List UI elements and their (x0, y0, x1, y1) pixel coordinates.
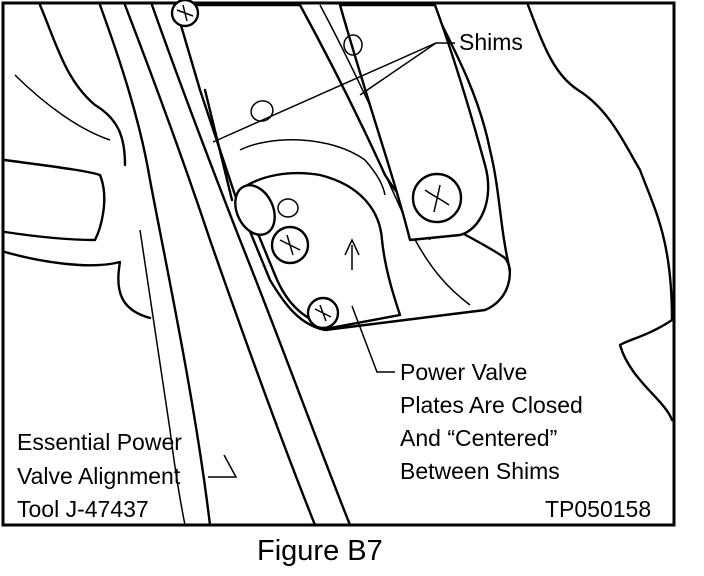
tool-label-line-3: Tool J-47437 (17, 496, 149, 522)
figure-code: TP050158 (545, 496, 651, 522)
screw-top (170, 0, 200, 28)
alignment-tool-bar (98, 3, 352, 527)
power-valve-label-line-3: And “Centered” (400, 425, 557, 451)
screw-middle (270, 225, 310, 265)
power-valve-label-line-4: Between Shims (400, 458, 560, 484)
tool-label-line-2: Valve Alignment (17, 463, 181, 489)
leader-lines (208, 42, 455, 478)
power-valve-label-line-2: Plates Are Closed (400, 392, 583, 418)
figure-caption: Figure B7 (257, 535, 383, 567)
shims-label: Shims (459, 29, 523, 55)
power-valve-plate (238, 139, 402, 330)
engine-body-outline (3, 3, 674, 422)
tool-label-line-1: Essential Power (17, 429, 182, 455)
screw-right (411, 172, 463, 224)
housing-holes (250, 34, 363, 218)
screw-bottom (306, 296, 340, 330)
power-valve-label-line-1: Power Valve (400, 359, 527, 385)
screw-left (234, 184, 276, 236)
shim-left (203, 88, 234, 202)
